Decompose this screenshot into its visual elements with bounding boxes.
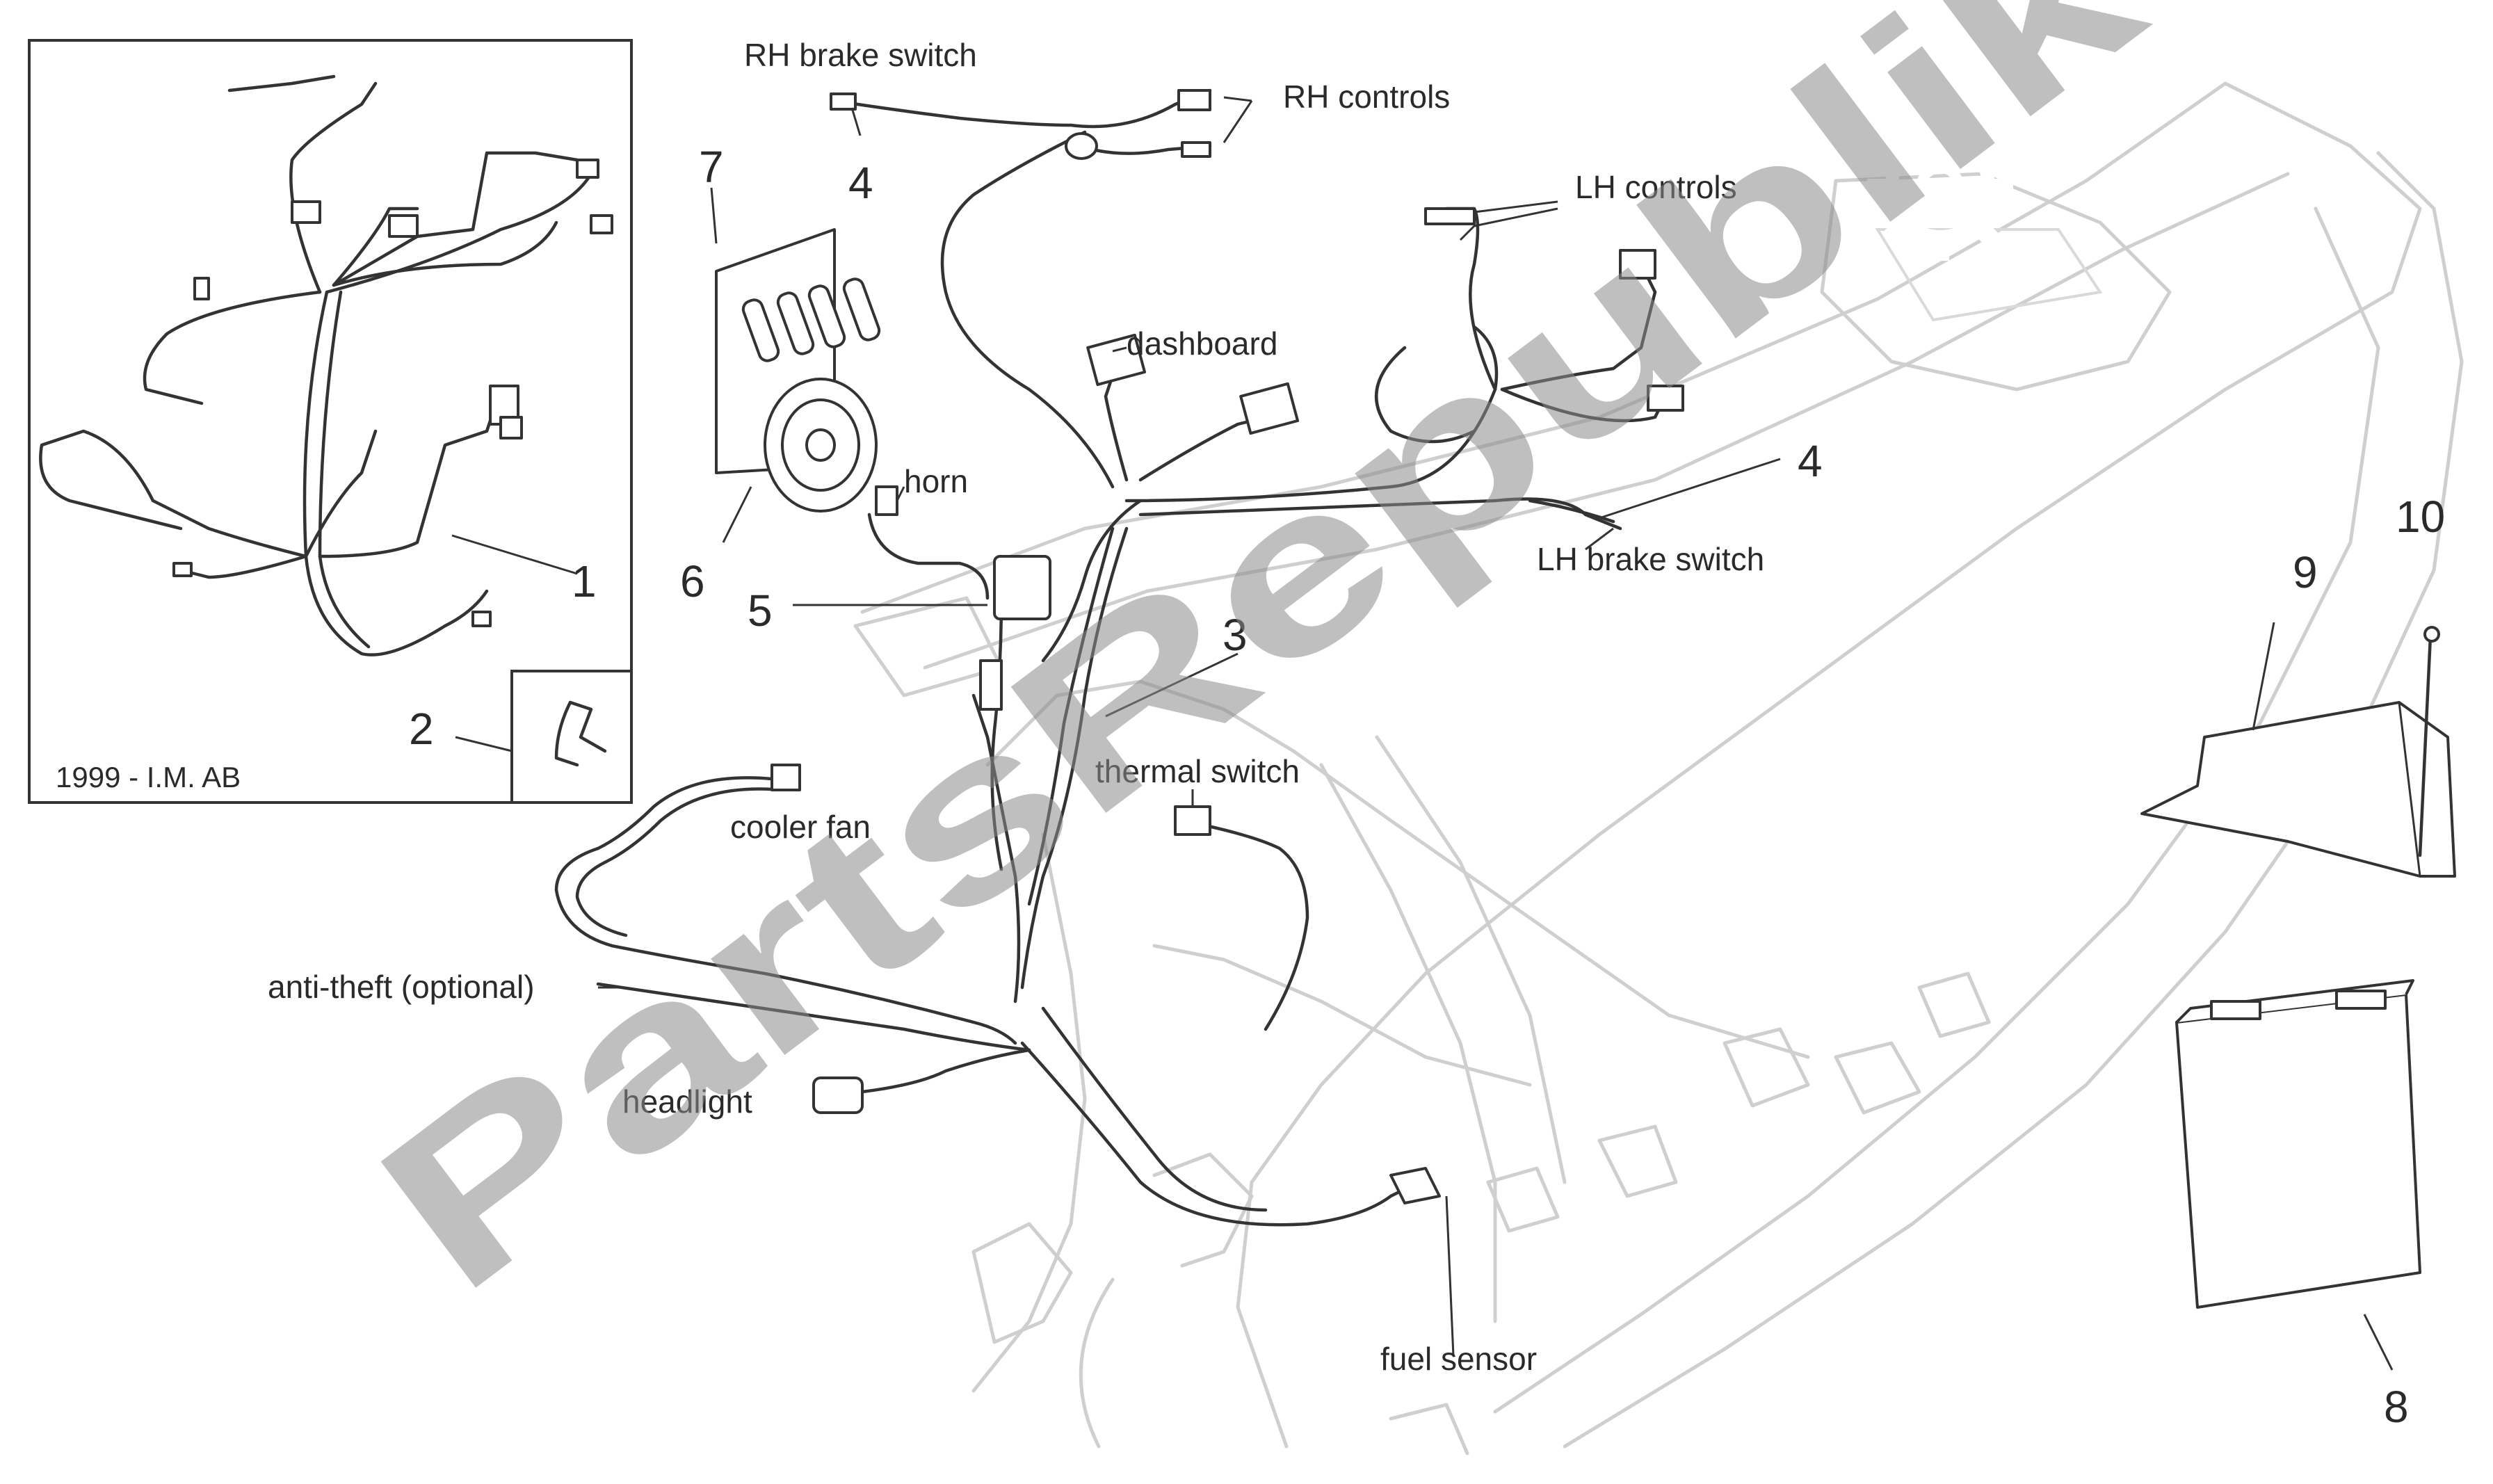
label-rh-brake-switch: RH brake switch <box>744 37 977 73</box>
part-number-7: 7 <box>699 142 724 192</box>
part-numbers: 1 2 3 4 4 5 6 7 8 9 10 <box>409 142 2445 1432</box>
label-headlight: headlight <box>622 1083 752 1120</box>
battery-cover <box>2140 701 2456 878</box>
inset-box <box>28 39 633 804</box>
horn-assembly <box>715 228 898 516</box>
label-fuel-sensor: fuel sensor <box>1380 1341 1537 1377</box>
label-rh-controls: RH controls <box>1283 79 1450 115</box>
main-wiring-harness <box>554 88 1684 1227</box>
part-number-6: 6 <box>680 556 705 606</box>
part-number-5: 5 <box>748 586 773 636</box>
text-labels: RH brake switch RH controls LH controls … <box>56 37 1764 1377</box>
inset-year-label: 1999 - I.M. AB <box>56 761 241 793</box>
part-number-3: 3 <box>1223 610 1248 660</box>
part-number-4-rh: 4 <box>848 158 873 208</box>
label-dashboard: dashboard <box>1127 325 1277 362</box>
label-horn: horn <box>904 463 968 499</box>
label-lh-brake-switch: LH brake switch <box>1537 541 1764 577</box>
part-number-1: 1 <box>572 556 597 606</box>
label-thermal-switch: thermal switch <box>1095 753 1300 789</box>
relays <box>741 277 881 362</box>
label-anti-theft: anti-theft (optional) <box>268 969 535 1005</box>
battery <box>2175 979 2421 1309</box>
part-number-10: 10 <box>2396 492 2445 542</box>
label-lh-controls: LH controls <box>1575 169 1737 205</box>
screw <box>2418 626 2440 857</box>
part-number-9: 9 <box>2293 547 2318 597</box>
part-number-2: 2 <box>409 704 434 754</box>
part-number-8: 8 <box>2384 1382 2409 1432</box>
leader-lines <box>598 96 2394 1371</box>
label-cooler-fan: cooler fan <box>730 809 871 845</box>
part-number-4-lh: 4 <box>1798 436 1823 486</box>
gear-icon <box>1867 115 2013 261</box>
